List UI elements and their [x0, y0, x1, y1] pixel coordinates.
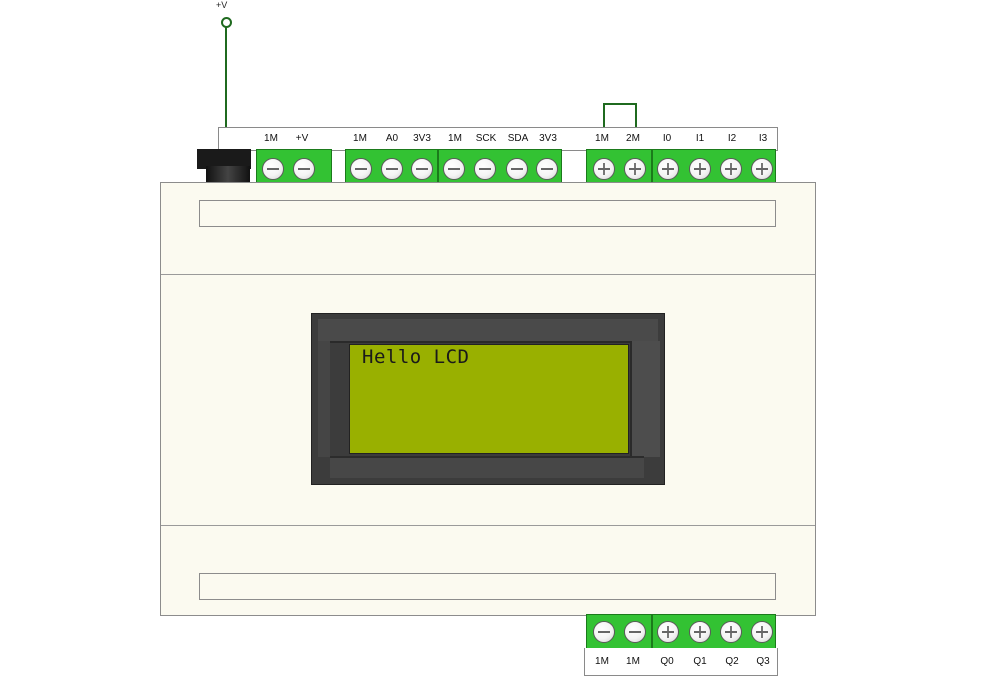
pin-label-bottom-q0: Q0: [660, 656, 674, 667]
top-label-slot: [199, 200, 776, 227]
pin-label-bottom-q2: Q2: [725, 656, 739, 667]
terminal-block-output-common: [586, 614, 652, 650]
screw-terminal-sda[interactable]: [506, 158, 528, 180]
supply-wire: [225, 27, 227, 127]
terminal-block-i2c: [438, 149, 562, 185]
screw-terminal-1m-common[interactable]: [593, 158, 615, 180]
pin-label-top-sda: SDA: [507, 133, 529, 144]
pin-label-top-2m: 2M: [626, 133, 640, 144]
housing-divider-top: [161, 274, 815, 275]
pin-label-top-i0: I0: [662, 133, 672, 144]
pin-label-top-a0: A0: [385, 133, 399, 144]
pin-label-top-sck: SCK: [475, 133, 497, 144]
lcd-bezel-left: [318, 341, 330, 457]
pin-label-top-1m-a: 1M: [264, 133, 278, 144]
screw-terminal-1m[interactable]: [262, 158, 284, 180]
pin-label-bottom-1m-b: 1M: [626, 656, 640, 667]
screw-terminal-1m-out-b[interactable]: [624, 621, 646, 643]
screw-terminal-q3[interactable]: [751, 621, 773, 643]
screw-terminal-q0[interactable]: [657, 621, 679, 643]
screw-terminal-plus-v[interactable]: [293, 158, 315, 180]
power-jack[interactable]: [197, 149, 251, 169]
screw-terminal-sck[interactable]: [474, 158, 496, 180]
pin-label-top-plus-v: +V: [295, 133, 309, 144]
screw-terminal-3v3-analog[interactable]: [411, 158, 433, 180]
terminal-block-analog: [345, 149, 438, 185]
housing-divider-bottom: [161, 525, 815, 526]
lcd-bezel-top: [318, 319, 658, 343]
screw-terminal-a0[interactable]: [381, 158, 403, 180]
pin-label-bottom-q1: Q1: [693, 656, 707, 667]
lcd-line-1: Hello LCD: [362, 346, 470, 368]
screw-terminal-1m-analog[interactable]: [350, 158, 372, 180]
pin-label-top-1m-b: 1M: [353, 133, 367, 144]
lcd-screen: [349, 344, 629, 454]
pin-label-top-1m-d: 1M: [595, 133, 609, 144]
bottom-terminal-label-strip: [584, 648, 778, 676]
screw-terminal-q2[interactable]: [720, 621, 742, 643]
screw-terminal-3v3-i2c[interactable]: [536, 158, 558, 180]
terminal-block-inputs: [652, 149, 776, 185]
screw-terminal-2m[interactable]: [624, 158, 646, 180]
screw-terminal-1m-out-a[interactable]: [593, 621, 615, 643]
bottom-label-slot: [199, 573, 776, 600]
screw-terminal-q1[interactable]: [689, 621, 711, 643]
screw-terminal-i1[interactable]: [689, 158, 711, 180]
screw-terminal-i2[interactable]: [720, 158, 742, 180]
screw-terminal-i3[interactable]: [751, 158, 773, 180]
supply-label: +V: [216, 0, 228, 10]
lcd-bezel-right: [630, 341, 660, 457]
pin-label-top-i1: I1: [695, 133, 705, 144]
jumper-wire-1m-2m: [603, 103, 637, 129]
pin-label-top-i3: I3: [758, 133, 768, 144]
pin-label-top-3v3-b: 3V3: [539, 133, 557, 144]
pin-label-top-1m-c: 1M: [448, 133, 462, 144]
terminal-block-power: [256, 149, 332, 185]
pin-label-bottom-q3: Q3: [756, 656, 770, 667]
pin-label-bottom-1m-a: 1M: [595, 656, 609, 667]
terminal-block-outputs: [652, 614, 776, 650]
screw-terminal-i0[interactable]: [657, 158, 679, 180]
pin-label-top-i2: I2: [727, 133, 737, 144]
lcd-bezel-bottom: [330, 456, 644, 478]
terminal-block-common: [586, 149, 652, 185]
screw-terminal-1m-i2c[interactable]: [443, 158, 465, 180]
pin-label-top-3v3-a: 3V3: [413, 133, 431, 144]
